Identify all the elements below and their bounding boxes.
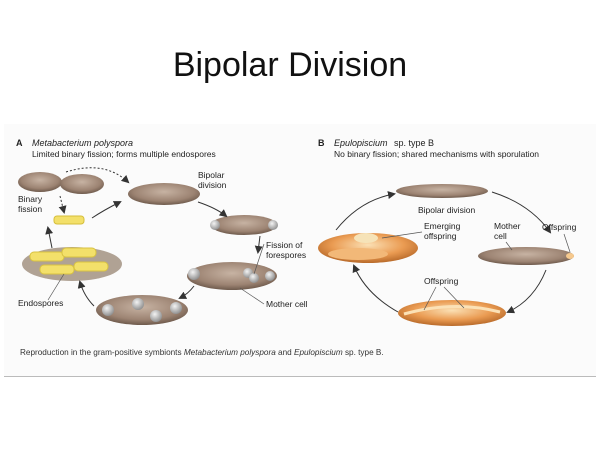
cycle-a-arrows [45, 167, 263, 307]
label-endospores: Endospores [18, 298, 63, 308]
caption-prefix: Reproduction in the gram-positive symbio… [20, 348, 184, 357]
epulo-mother-cell [478, 247, 574, 265]
caption-org-2: Epulopiscium [293, 348, 343, 357]
label-offspring-bottom: Offspring [424, 276, 459, 286]
panel-b-letter: B [318, 138, 325, 148]
binary-fission-cells [18, 172, 104, 194]
mother-cell-a [96, 295, 188, 325]
label-mother-cell-a: Mother cell [266, 299, 308, 309]
epulo-emerging-cell [318, 233, 418, 263]
label-mother-1: Mother [494, 221, 521, 231]
label-binary-1: Binary [18, 194, 43, 204]
cycle-b-arrows [335, 191, 552, 314]
panel-a-leaders [47, 243, 265, 305]
slide-title: Bipolar Division [172, 46, 408, 84]
epulo-offspring-cell [398, 300, 506, 326]
caption-middle: and [275, 348, 294, 357]
label-fission-2: forespores [266, 250, 306, 260]
label-emerging-2: offspring [424, 231, 457, 241]
panel-a-organism: Metabacterium polyspora [32, 138, 133, 148]
released-spore [53, 215, 85, 225]
forespore-cell [210, 215, 278, 235]
dividing-forespore-cell [187, 262, 277, 290]
label-bipolar-division-b: Bipolar division [418, 205, 475, 215]
caption-org-1: Metabacterium polyspora [183, 348, 276, 357]
label-mother-2: cell [494, 231, 507, 241]
figure-panel: A Metabacterium polyspora Limited binary… [4, 124, 596, 377]
label-offspring-right: Offspring [542, 222, 577, 232]
label-binary-2: fission [18, 204, 42, 214]
label-fission-1: Fission of [266, 240, 303, 250]
epulo-top-cell [396, 184, 488, 198]
bipolar-cell [128, 183, 200, 205]
panel-b-subtitle: No binary fission; shared mechanisms wit… [334, 149, 539, 159]
panel-b-organism: Epulopiscium [334, 138, 388, 148]
reproduction-diagram: A Metabacterium polyspora Limited binary… [16, 138, 577, 326]
panel-b-leaders [381, 231, 571, 311]
panel-b-organism-suffix: sp. type B [394, 138, 434, 148]
label-bipolar-2: division [198, 180, 227, 190]
figure-caption: Reproduction in the gram-positive symbio… [20, 348, 384, 357]
panel-a-letter: A [16, 138, 23, 148]
caption-suffix: sp. type B. [342, 348, 384, 357]
panel-a-subtitle: Limited binary fission; forms multiple e… [32, 149, 216, 159]
label-bipolar-1: Bipolar [198, 170, 225, 180]
endospore-cell [22, 247, 122, 281]
label-emerging-1: Emerging [424, 221, 461, 231]
